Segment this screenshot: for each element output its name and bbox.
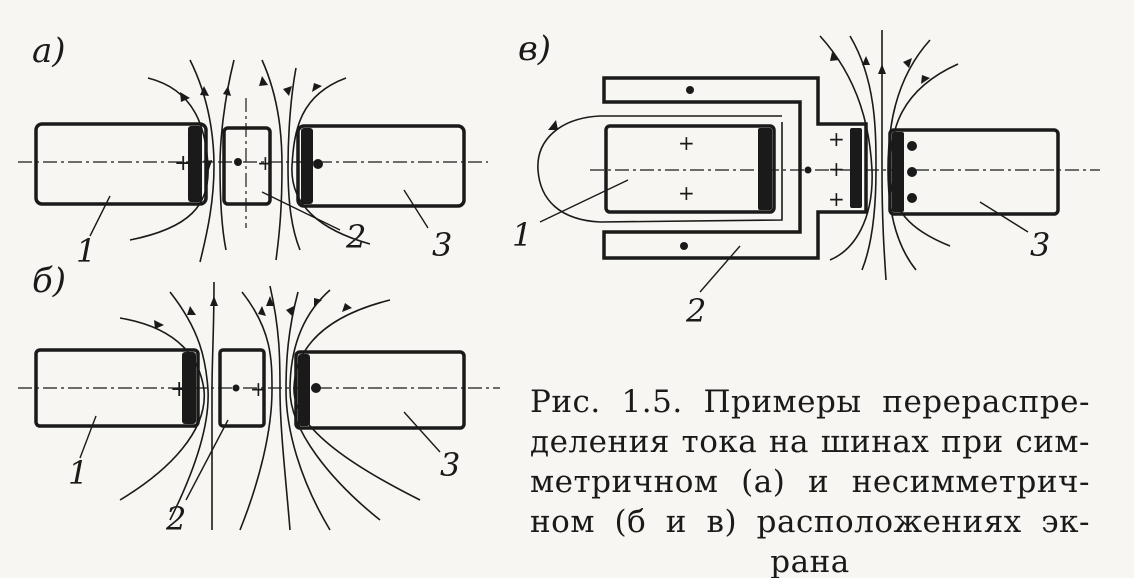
panel-b-bus-3	[294, 350, 466, 430]
caption-line-1: Рис. 1.5. Примеры перераспре-	[530, 384, 1090, 420]
panel-a-screen-2: +	[222, 126, 274, 206]
panel-v-label-2: 2	[685, 292, 706, 330]
panel-b-label-2: 2	[165, 500, 186, 538]
panel-a: а) + +	[18, 31, 488, 270]
panel-a-bus-1: +	[34, 122, 208, 206]
panel-b-label-1: 1	[68, 454, 88, 492]
figure-caption: Рис. 1.5. Примеры перераспре- деления то…	[530, 382, 1090, 578]
caption-line-4: ном (б и в) расположениях эк-	[530, 504, 1090, 540]
panel-v-screen-2: + + +	[602, 76, 868, 260]
caption-line-5: рана	[770, 544, 850, 578]
panel-a-label: а)	[32, 31, 66, 71]
panel-a-label-3: 3	[432, 226, 452, 264]
caption-line-2: деления тока на шинах при сим-	[530, 424, 1090, 460]
svg-text:+: +	[257, 151, 274, 175]
panel-a-bus-3	[296, 124, 466, 208]
caption-line-3: метричном (а) и несимметрич-	[530, 464, 1090, 500]
svg-text:+: +	[678, 181, 695, 205]
svg-text:+: +	[170, 377, 188, 402]
panel-a-label-2: 2	[345, 218, 366, 256]
panel-b-label-3: 3	[440, 446, 460, 484]
svg-text:+: +	[828, 157, 845, 181]
panel-b-label: б)	[32, 261, 66, 301]
panel-v-field-lines	[819, 30, 959, 281]
panel-v-label-1: 1	[512, 216, 532, 254]
svg-text:+: +	[250, 377, 267, 401]
panel-v-bus-1: + +	[537, 115, 783, 223]
svg-text:+: +	[828, 127, 845, 151]
panel-b-field-lines	[119, 281, 421, 531]
panel-b: б) + +	[18, 261, 500, 538]
svg-text:+: +	[678, 131, 695, 155]
panel-b-screen-2: +	[218, 348, 267, 428]
svg-text:+: +	[828, 187, 845, 211]
svg-text:+: +	[174, 151, 192, 176]
panel-a-label-1: 1	[76, 232, 96, 270]
panel-v-label: в)	[518, 29, 551, 69]
panel-v-bus-3	[888, 128, 1060, 216]
panel-b-bus-1: +	[34, 348, 200, 428]
panel-v-label-3: 3	[1030, 226, 1050, 264]
panel-a-field-lines	[129, 59, 371, 263]
panel-v: в) + + + + +	[512, 29, 1100, 330]
